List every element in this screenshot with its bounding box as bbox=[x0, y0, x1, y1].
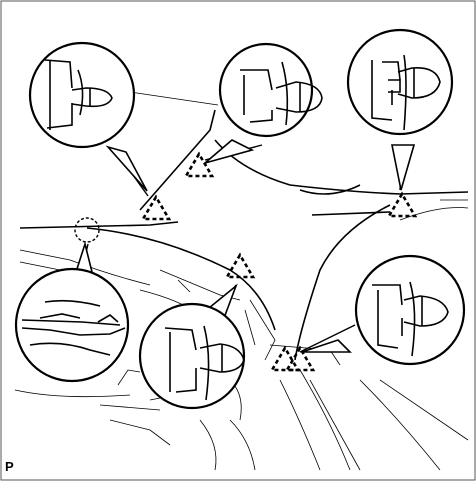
callout-claw-detail bbox=[14, 241, 130, 383]
callout-bottom-center bbox=[138, 283, 246, 410]
clip-triangle-2 bbox=[183, 151, 215, 178]
background-detail-lines bbox=[14, 91, 469, 471]
figure-code-label: P bbox=[5, 459, 14, 474]
callout-top-center bbox=[204, 42, 323, 164]
callout-top-left bbox=[28, 41, 148, 192]
clip-triangle-4 bbox=[224, 252, 256, 279]
clip-triangle-1 bbox=[140, 194, 172, 221]
clip-triangle-5 bbox=[269, 345, 301, 372]
callout-bottom-right bbox=[301, 254, 466, 366]
clip-triangle-6 bbox=[284, 345, 316, 372]
clip-triangle-3 bbox=[386, 191, 418, 218]
callout-top-right bbox=[346, 28, 454, 191]
panel-outline bbox=[19, 109, 469, 361]
claw-location-marker bbox=[74, 217, 100, 243]
leader-lines bbox=[81, 144, 403, 353]
clip-triangles bbox=[140, 151, 418, 372]
